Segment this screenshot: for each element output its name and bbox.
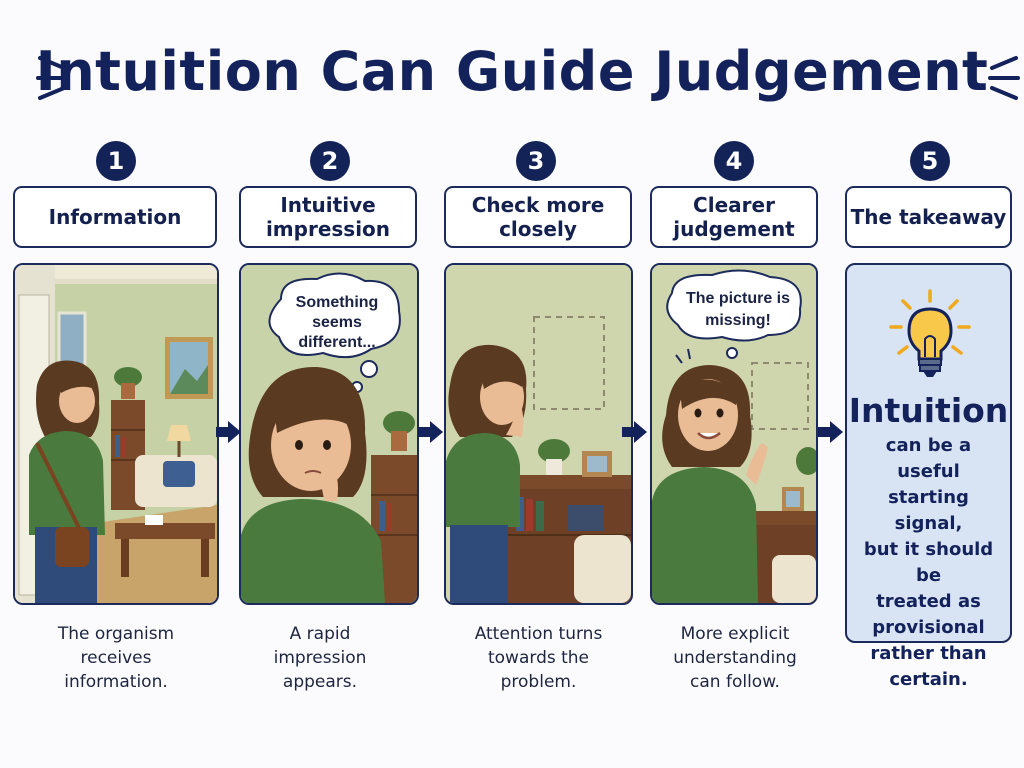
thought-bubble-line: seems (312, 314, 362, 331)
arrow-right-icon (216, 421, 241, 443)
clearer-judgement-illustration: The picture is missing! (652, 265, 816, 603)
caption-line: towards the (487, 648, 590, 668)
takeaway-line: rather than (870, 643, 987, 664)
step-label-5: The takeaway (845, 186, 1012, 248)
takeaway-line: starting signal, (888, 487, 969, 534)
step-number-1: 1 (96, 141, 136, 181)
takeaway-line: can be a useful (885, 435, 972, 482)
arrow-right-icon (818, 421, 843, 443)
caption-line: receives (80, 648, 152, 668)
takeaway-line: provisional (872, 617, 985, 638)
step-caption-1: The organism receives information. (13, 622, 219, 694)
step-caption-2: A rapid impression appears. (230, 622, 410, 694)
step-label-line: Check more (471, 193, 605, 217)
caption-line: problem. (500, 672, 577, 692)
takeaway-body: can be a useful starting signal, but it … (853, 433, 1004, 693)
arrow-right-icon (418, 421, 443, 443)
page-title: Intuition Can Guide Judgement (35, 40, 989, 103)
illustration-panel-3 (444, 263, 633, 605)
living-room-illustration (15, 265, 217, 603)
takeaway-line: treated as (876, 591, 981, 612)
arrow-right-icon (622, 421, 647, 443)
thought-bubble-line: different... (298, 334, 375, 351)
caption-line: More explicit (680, 624, 790, 644)
step-label-line: Intuitive (280, 193, 376, 217)
caption-line: understanding (673, 648, 797, 668)
step-label-text: Information (48, 205, 182, 229)
caption-line: Attention turns (474, 624, 603, 644)
illustration-panel-2: Something seems different... (239, 263, 419, 605)
step-label-1: Information (13, 186, 217, 248)
step-label-line: Clearer (693, 193, 775, 217)
lightbulb-icon (889, 289, 971, 377)
takeaway-line: certain. (889, 669, 968, 690)
step-label-text: The takeaway (850, 205, 1007, 229)
step-label-line: judgement (673, 217, 795, 241)
sparkle-lines-left-icon (36, 56, 68, 100)
thinking-woman-illustration: Something seems different... (241, 265, 417, 603)
takeaway-heading: Intuition (848, 391, 1009, 430)
illustration-panel-1 (13, 263, 219, 605)
step-label-line: impression (265, 217, 391, 241)
speech-bubble-line: missing! (705, 312, 771, 329)
step-number-3: 3 (516, 141, 556, 181)
caption-line: impression (273, 648, 367, 668)
takeaway-panel: Intuition can be a useful starting signa… (845, 263, 1012, 690)
caption-line: can follow. (690, 672, 780, 692)
checking-closely-illustration (446, 265, 631, 603)
caption-line: appears. (282, 672, 358, 692)
illustration-panel-4: The picture is missing! (650, 263, 818, 605)
caption-line: The organism (57, 624, 175, 644)
step-number-2: 2 (310, 141, 350, 181)
sparkle-lines-right-icon (988, 56, 1020, 100)
step-number-5: 5 (910, 141, 950, 181)
speech-bubble-line: The picture is (686, 290, 790, 307)
caption-line: A rapid (289, 624, 351, 644)
step-number-4: 4 (714, 141, 754, 181)
thought-bubble-line: Something (296, 294, 379, 311)
caption-line: information. (64, 672, 168, 692)
step-label-line: closely (499, 217, 577, 241)
takeaway-line: but it should be (863, 539, 994, 586)
step-caption-3: Attention turns towards the problem. (444, 622, 633, 694)
step-caption-4: More explicit understanding can follow. (645, 622, 825, 694)
